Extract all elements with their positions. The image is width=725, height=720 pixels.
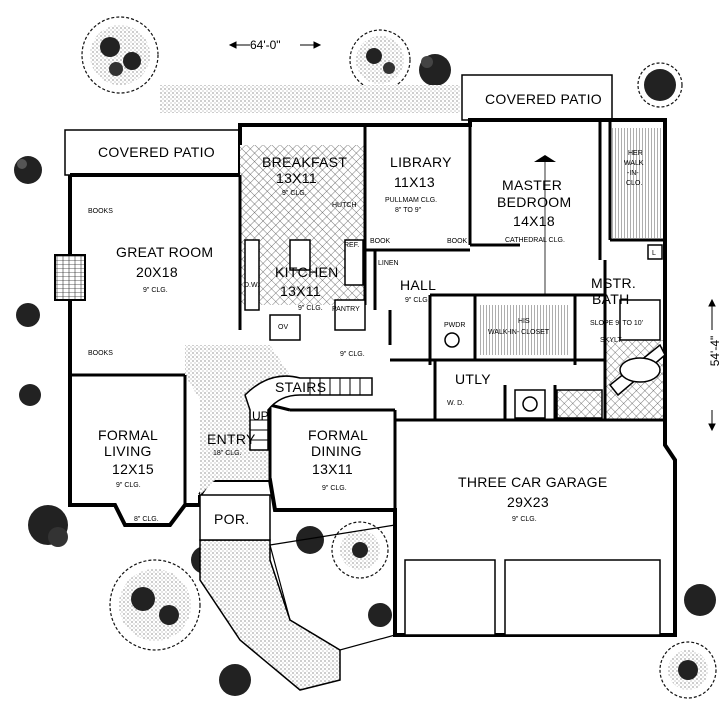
shrub-bottom-left-2 [219,664,251,696]
great-room-size: 20X18 [136,264,178,280]
shrub-front-3 [331,521,389,579]
shrub-top-center [349,29,411,91]
formal-living-label-2: LIVING [104,443,152,459]
interior-walls [70,120,665,510]
kitchen-clg: 9" CLG. [298,305,323,312]
formal-living-clg: 9" CLG. [116,482,141,489]
kitchen-cabinets [244,239,366,341]
hall-clg: 9" CLG. [405,297,430,304]
master-size: 14X18 [513,213,555,229]
washer-dryer: W. D. [447,400,465,407]
garage-clg: 9" CLG. [512,516,537,523]
garage-label: THREE CAR GARAGE [458,474,608,490]
exterior-walls [68,118,677,637]
great-room-clg: 9" CLG. [143,287,168,294]
porch-label: POR. [214,511,250,527]
entry-tile [185,345,290,495]
ov-label: OV [278,324,289,331]
depth-dimension: 54'-4" [708,335,722,367]
books-label-1: BOOKS [88,208,113,215]
breakfast-clg: 9" CLG. [282,190,307,197]
entry-label: ENTRY [207,431,256,447]
her-closet-2: WALK [624,160,644,167]
shrub-left-3 [19,384,41,406]
stairs-treads [244,375,373,451]
her-closet-4: CLO. [626,180,643,187]
books-label-3: BOOK [370,238,391,245]
dw-label: D.W. [244,282,260,289]
stairs-label: STAIRS [275,379,327,395]
formal-dining-label-1: FORMAL [308,427,369,443]
bay-clg: 8" CLG. [134,516,159,523]
garage-size: 29X23 [507,494,549,510]
bath-fixtures [444,244,666,419]
vault-mark [534,155,556,162]
great-room-label: GREAT ROOM [116,244,214,260]
her-closet-1: HER [628,150,643,157]
mstr-bath-label-2: BATH [592,291,630,307]
utly-label: UTLY [455,371,491,387]
master-label-2: BEDROOM [497,194,572,210]
mstr-bath-label-1: MSTR. [591,275,637,291]
width-dimension: 64'-0" [250,38,281,52]
shrub-top-left [81,16,159,94]
formal-dining-label-2: DINING [311,443,362,459]
pantry-label: PANTRY [332,306,360,313]
her-closet-fill [610,128,662,238]
porch-slab [199,494,271,541]
shrub-left-1 [14,156,42,184]
shrub-right-2 [659,641,717,699]
front-walkway [199,539,341,691]
her-closet-3: -IN- [627,170,639,177]
mstr-bath-skylight: SKYLT. [600,337,623,344]
master-clg: CATHEDRAL CLG. [505,237,565,244]
library-clg: PULLMAM CLG. [385,197,438,204]
hedge [160,85,460,113]
his-closet-2: WALK-IN- CLOSET [488,329,550,336]
master-label-1: MASTER [502,177,563,193]
pwdr-label: PWDR [444,322,466,329]
formal-dining-size: 13X11 [312,461,353,477]
mstr-bath-clg: SLOPE 9' TO 10' [590,320,643,327]
formal-dining-clg: 9" CLG. [322,485,347,492]
covered-patio-left-label: COVERED PATIO [98,144,215,160]
up-label: UP [252,409,269,423]
linen-label: LINEN [378,260,399,267]
shrub-top-right [419,54,451,86]
covered-patio-left [64,129,241,176]
shrub-right-top [637,62,683,108]
breakfast-size: 13X11 [276,170,317,186]
breakfast-label: BREAKFAST [262,154,348,170]
shrub-front-4 [368,603,392,627]
fireplace [54,254,86,301]
kitchen-size: 13X11 [280,283,321,299]
shrub-right-1 [684,584,716,616]
library-clg2: 8" TO 9" [395,207,422,214]
hutch-label: HUTCH [332,202,357,209]
covered-patio-right-label: COVERED PATIO [485,91,602,107]
books-label-4: BOOK [447,238,468,245]
dimension-lines [228,41,716,432]
landscaping [14,16,717,699]
kitchen-label: KITCHEN [275,264,339,280]
l-label: L [652,250,656,257]
shrub-front-2 [296,526,324,554]
books-label-2: BOOKS [88,350,113,357]
his-closet-fill [478,305,570,355]
front-planter [269,524,396,651]
shrub-left-4 [28,505,68,547]
library-size: 11X13 [394,174,435,190]
his-closet-1: HIS [518,318,530,325]
ref-label: REF. [344,242,360,249]
formal-living-label-1: FORMAL [98,427,159,443]
stair-hall-clg: 9" CLG. [340,351,365,358]
hall-label: HALL [400,277,437,293]
shrub-left-2 [16,303,40,327]
entry-clg: 18" CLG. [213,450,242,457]
formal-living-size: 12X15 [112,461,154,477]
library-label: LIBRARY [390,154,452,170]
garage-doors [404,559,661,636]
shrub-bottom-left [109,559,201,651]
